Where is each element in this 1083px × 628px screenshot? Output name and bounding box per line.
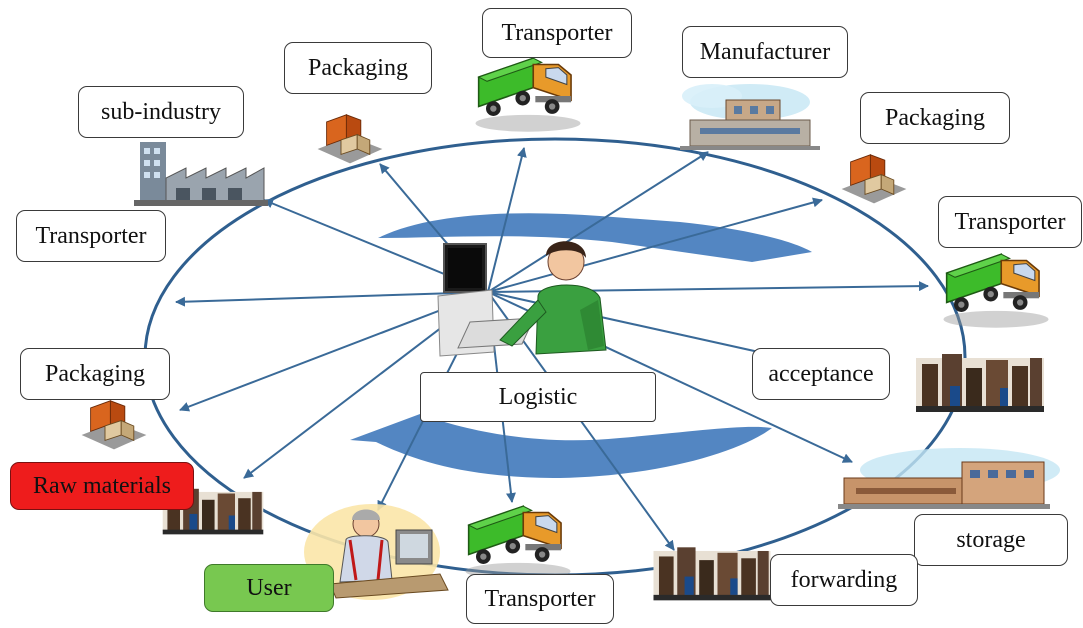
boxes-icon <box>841 154 907 204</box>
label-packaging-right: Packaging <box>860 92 1010 144</box>
boxes-icon <box>81 400 147 450</box>
truck-icon <box>464 505 572 581</box>
label-forwarding: forwarding <box>770 554 918 606</box>
label-transporter-top: Transporter <box>482 8 632 58</box>
label-transporter-left: Transporter <box>16 210 166 262</box>
label-packaging-left: Packaging <box>20 348 170 400</box>
label-transporter-bottom: Transporter <box>466 574 614 624</box>
person-at-computer-icon <box>437 241 607 357</box>
label-logistic: Logistic <box>420 372 656 422</box>
warehouse-icon <box>653 547 771 601</box>
factory-icon <box>134 142 268 206</box>
label-manufacturer: Manufacturer <box>682 26 848 78</box>
storage-building-icon <box>838 448 1060 509</box>
manufacturer-building-icon <box>680 84 820 150</box>
boxes-icon <box>317 114 383 164</box>
label-raw-materials: Raw materials <box>10 462 194 510</box>
cycle-arrow-top <box>378 213 812 262</box>
truck-icon <box>474 57 582 133</box>
warehouse-icon <box>916 354 1044 412</box>
label-storage: storage <box>914 514 1068 566</box>
cycle-arrow-bottom <box>350 414 772 478</box>
label-transporter-right: Transporter <box>938 196 1082 248</box>
user-at-desk-icon <box>304 504 449 600</box>
label-sub-industry: sub-industry <box>78 86 244 138</box>
label-user: User <box>204 564 334 612</box>
label-acceptance: acceptance <box>752 348 890 400</box>
label-packaging-top: Packaging <box>284 42 432 94</box>
truck-icon <box>942 253 1050 329</box>
